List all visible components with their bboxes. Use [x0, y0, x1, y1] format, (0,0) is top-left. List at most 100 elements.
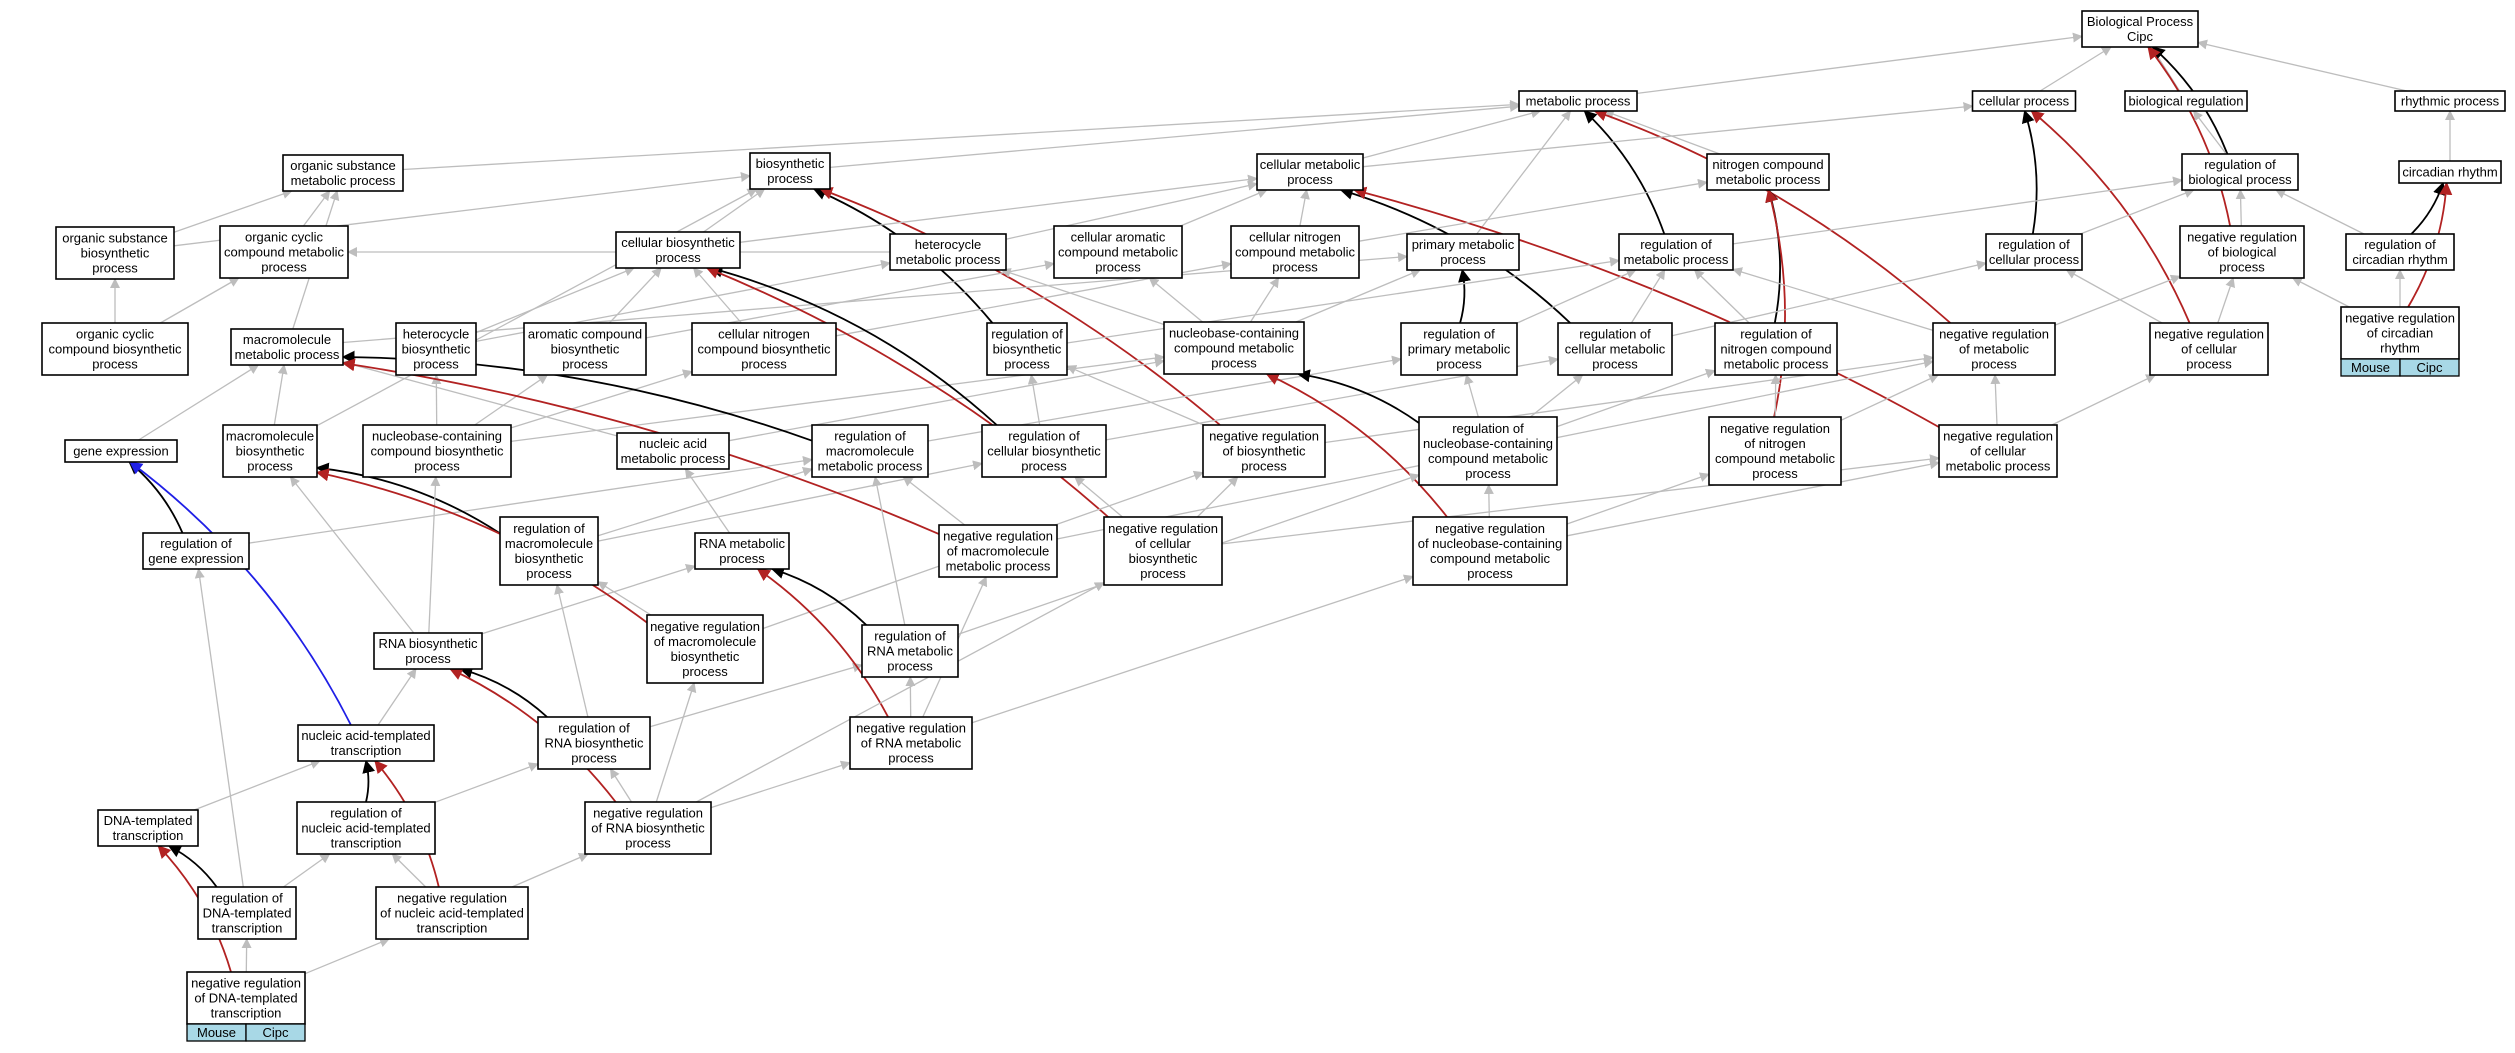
node-label-line: macromolecule	[243, 332, 331, 347]
node-label-line: of nitrogen	[1744, 436, 1805, 451]
edge-line	[474, 374, 549, 426]
node-box	[499, 516, 599, 586]
node-label-line: organic substance	[62, 231, 168, 246]
edge-line	[597, 467, 813, 537]
edge-nucacidmet-to-nucmet	[728, 357, 1165, 442]
edge-regcell-to-regbio	[2080, 188, 2195, 235]
go-term-node-regnucmet[interactable]: regulation ofnucleobase-containingcompou…	[1418, 416, 1558, 486]
node-box	[938, 524, 1058, 578]
edge-line	[1000, 268, 1165, 326]
node-label-line: process	[413, 357, 459, 372]
edge-line	[1840, 374, 1940, 421]
node-label-line: biological process	[2188, 172, 2292, 187]
edge-line	[1732, 267, 1934, 332]
go-term-node-geneexp[interactable]: gene expression	[64, 439, 178, 463]
edge-negregmet-to-negregbio	[2054, 274, 2181, 326]
node-box	[97, 809, 199, 847]
node-label-line: biosynthetic	[236, 444, 305, 459]
edge-line	[1196, 476, 1239, 518]
edge-negregcellmet-to-negregmet	[1990, 374, 2001, 426]
go-term-node-metabolic[interactable]: metabolic process	[1518, 90, 1638, 112]
node-label-line: circadian rhythm	[2352, 252, 2447, 267]
node-box	[1256, 153, 1364, 191]
node-box	[1400, 322, 1518, 376]
edge-macrobio-to-macromet	[273, 364, 288, 426]
node-label-line: rhythmic process	[2401, 94, 2500, 109]
edge-cellnitro-to-nitromet	[1358, 178, 1708, 242]
edge-line	[1358, 178, 1708, 242]
edge-negregbiosyn-to-regbiosyn	[1066, 365, 1204, 426]
edge-line	[302, 190, 331, 227]
node-box	[584, 801, 712, 855]
edge-line	[1566, 459, 1940, 537]
go-term-node-circadian[interactable]: circadian rhythm	[2398, 160, 2502, 184]
go-term-node-bioreg[interactable]: biological regulation	[2124, 90, 2248, 112]
node-label-line: biosynthetic	[515, 551, 584, 566]
node-label-line: biosynthetic	[402, 342, 471, 357]
node-label-line: transcription	[212, 921, 283, 936]
go-term-node-regmacrobio[interactable]: regulation ofmacromoleculebiosyntheticpr…	[499, 516, 599, 586]
edge-orgcycbio-to-orgcycmet	[159, 277, 240, 324]
node-label-line: of biological	[2208, 245, 2277, 260]
go-term-node-rhythmic[interactable]: rhythmic process	[2394, 90, 2506, 112]
edge-line	[1765, 188, 1781, 324]
go-term-node-cellular[interactable]: cellular process	[1971, 90, 2077, 112]
node-label-line: process	[1971, 357, 2017, 372]
